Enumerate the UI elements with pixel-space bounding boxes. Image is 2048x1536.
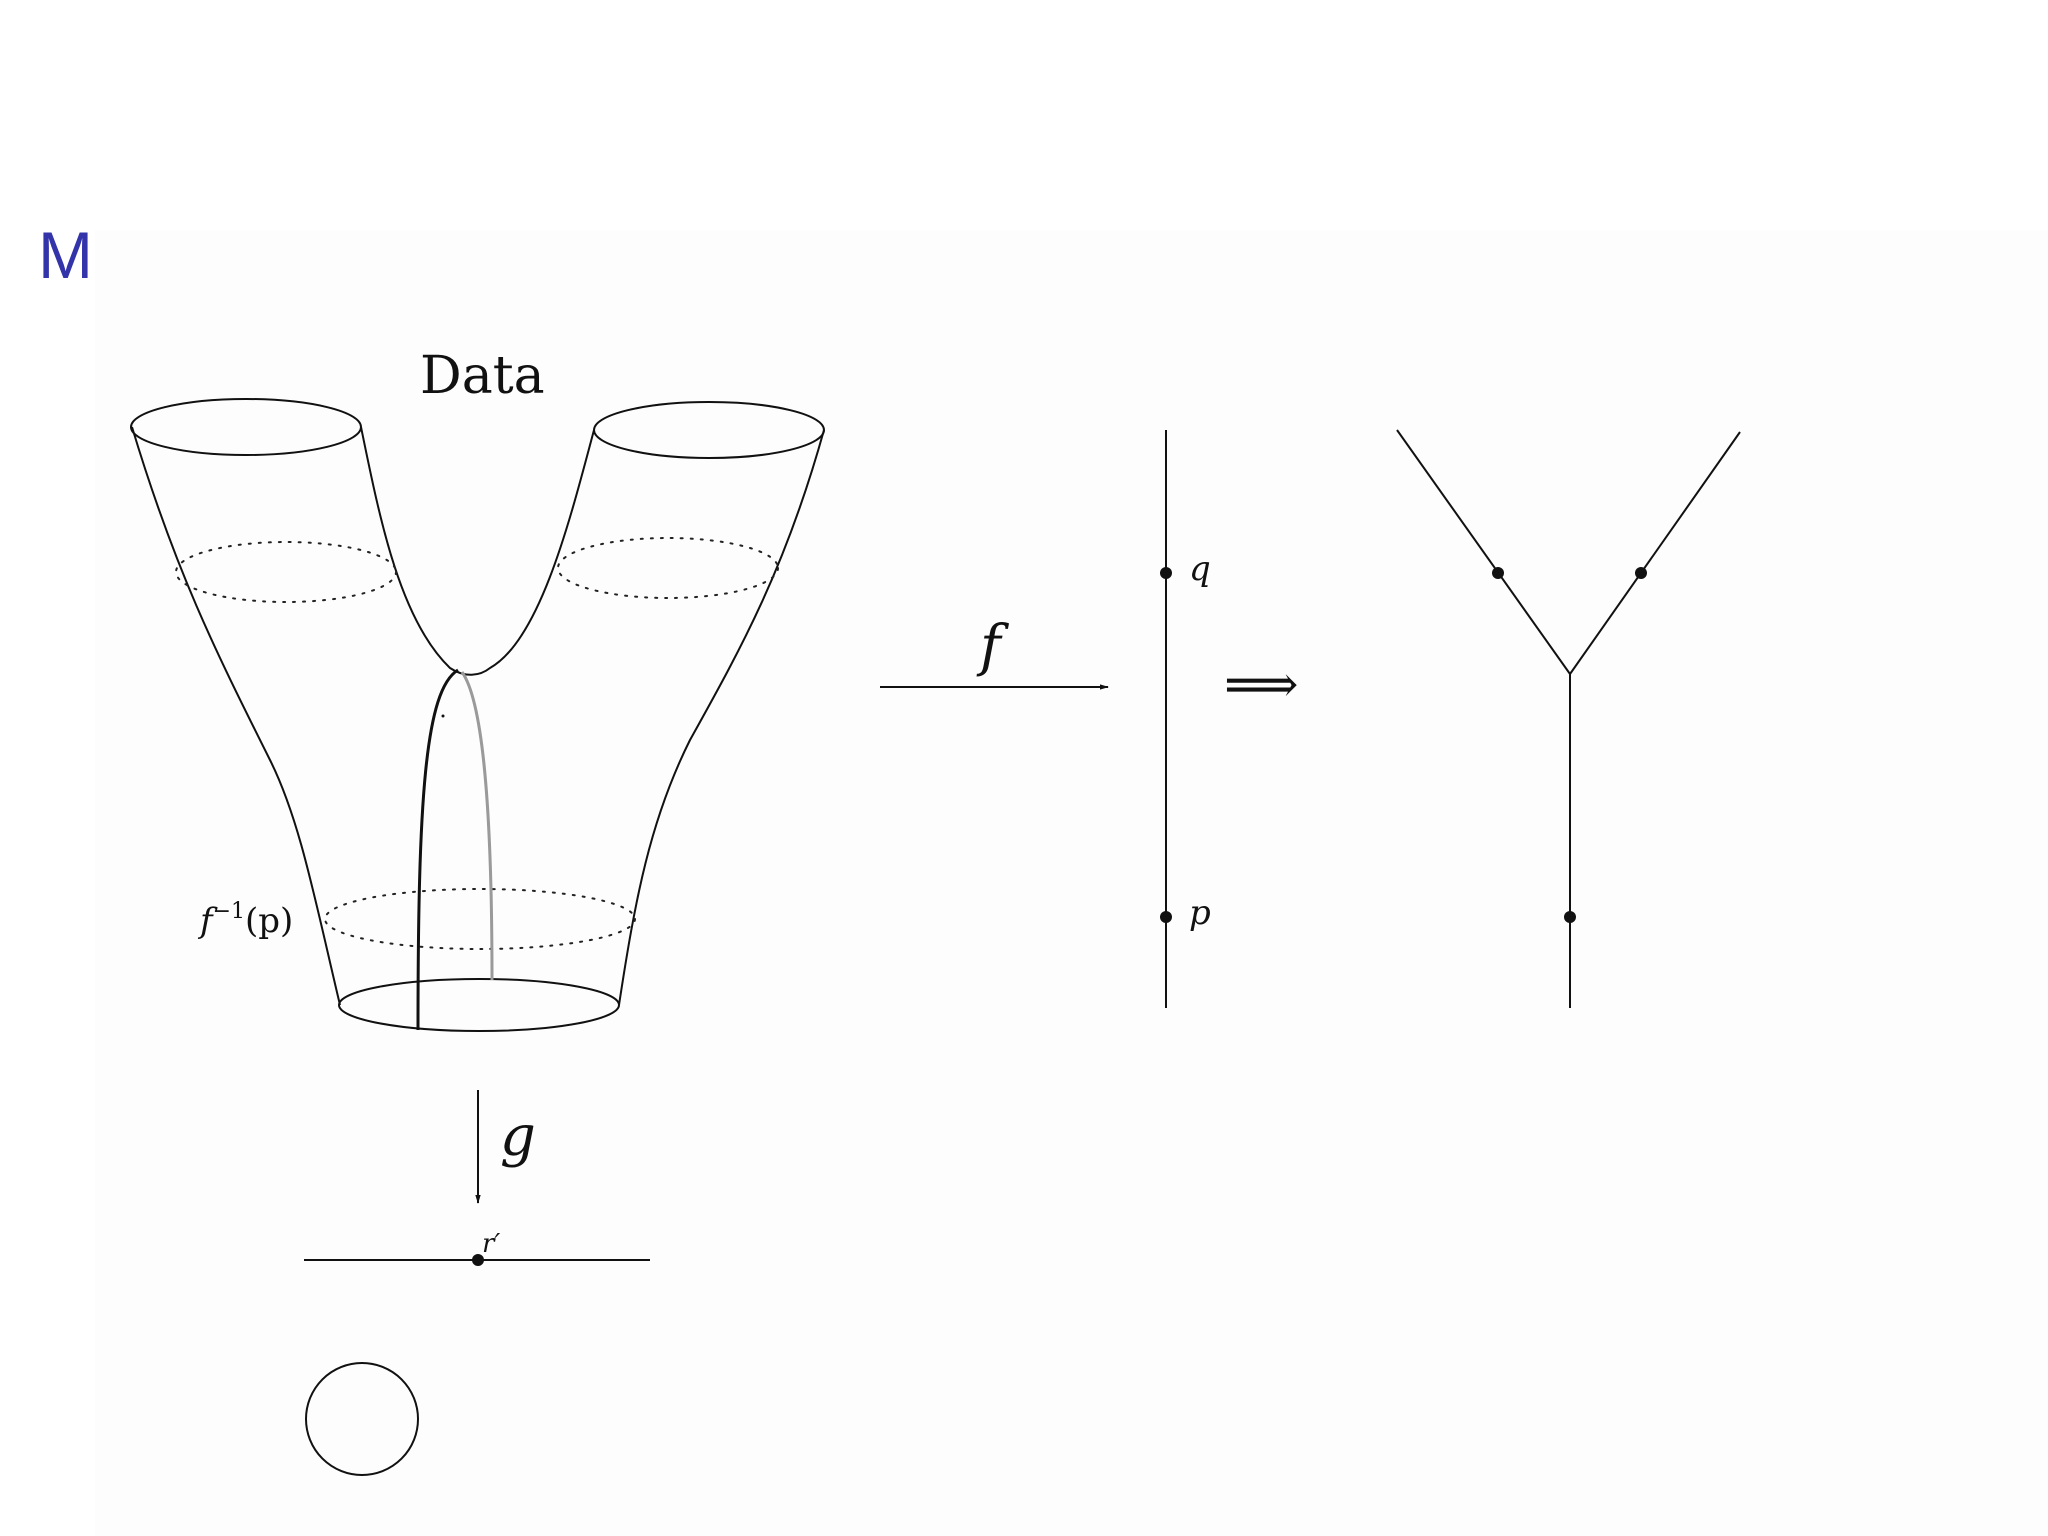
slide-panel (95, 230, 2048, 1536)
reeb-node-right (1635, 567, 1647, 579)
reeb-node-left (1492, 567, 1504, 579)
small-circle (305, 1362, 419, 1476)
point-p (1160, 911, 1172, 923)
reeb-node-bottom (1564, 911, 1576, 923)
surface-label: Data (420, 346, 545, 406)
small-dot (441, 714, 445, 718)
saddle-path-front (416, 668, 459, 1031)
level-set-left (175, 541, 397, 603)
point-q (1160, 567, 1172, 579)
point-q-label: q (1189, 549, 1211, 589)
saddle-path-back (460, 671, 494, 981)
reeb-left-branch (1396, 429, 1571, 675)
level-set-right (557, 537, 779, 599)
crotch-outline (360, 426, 595, 676)
left-outline (131, 426, 341, 1006)
implies-arrow: ⟹ (1224, 655, 1299, 715)
pants-surface (130, 398, 825, 1032)
point-p-label: p (1189, 893, 1211, 933)
map-g-label: g (500, 1104, 536, 1169)
right-outline (618, 429, 825, 1006)
point-r (472, 1254, 484, 1266)
preimage-label: f−1(p) (197, 899, 293, 941)
reeb-graph (1396, 429, 1741, 1008)
reeb-right-branch (1569, 431, 1741, 675)
level-set-preimage-p (324, 888, 636, 950)
point-r-label: r′ (482, 1229, 500, 1259)
